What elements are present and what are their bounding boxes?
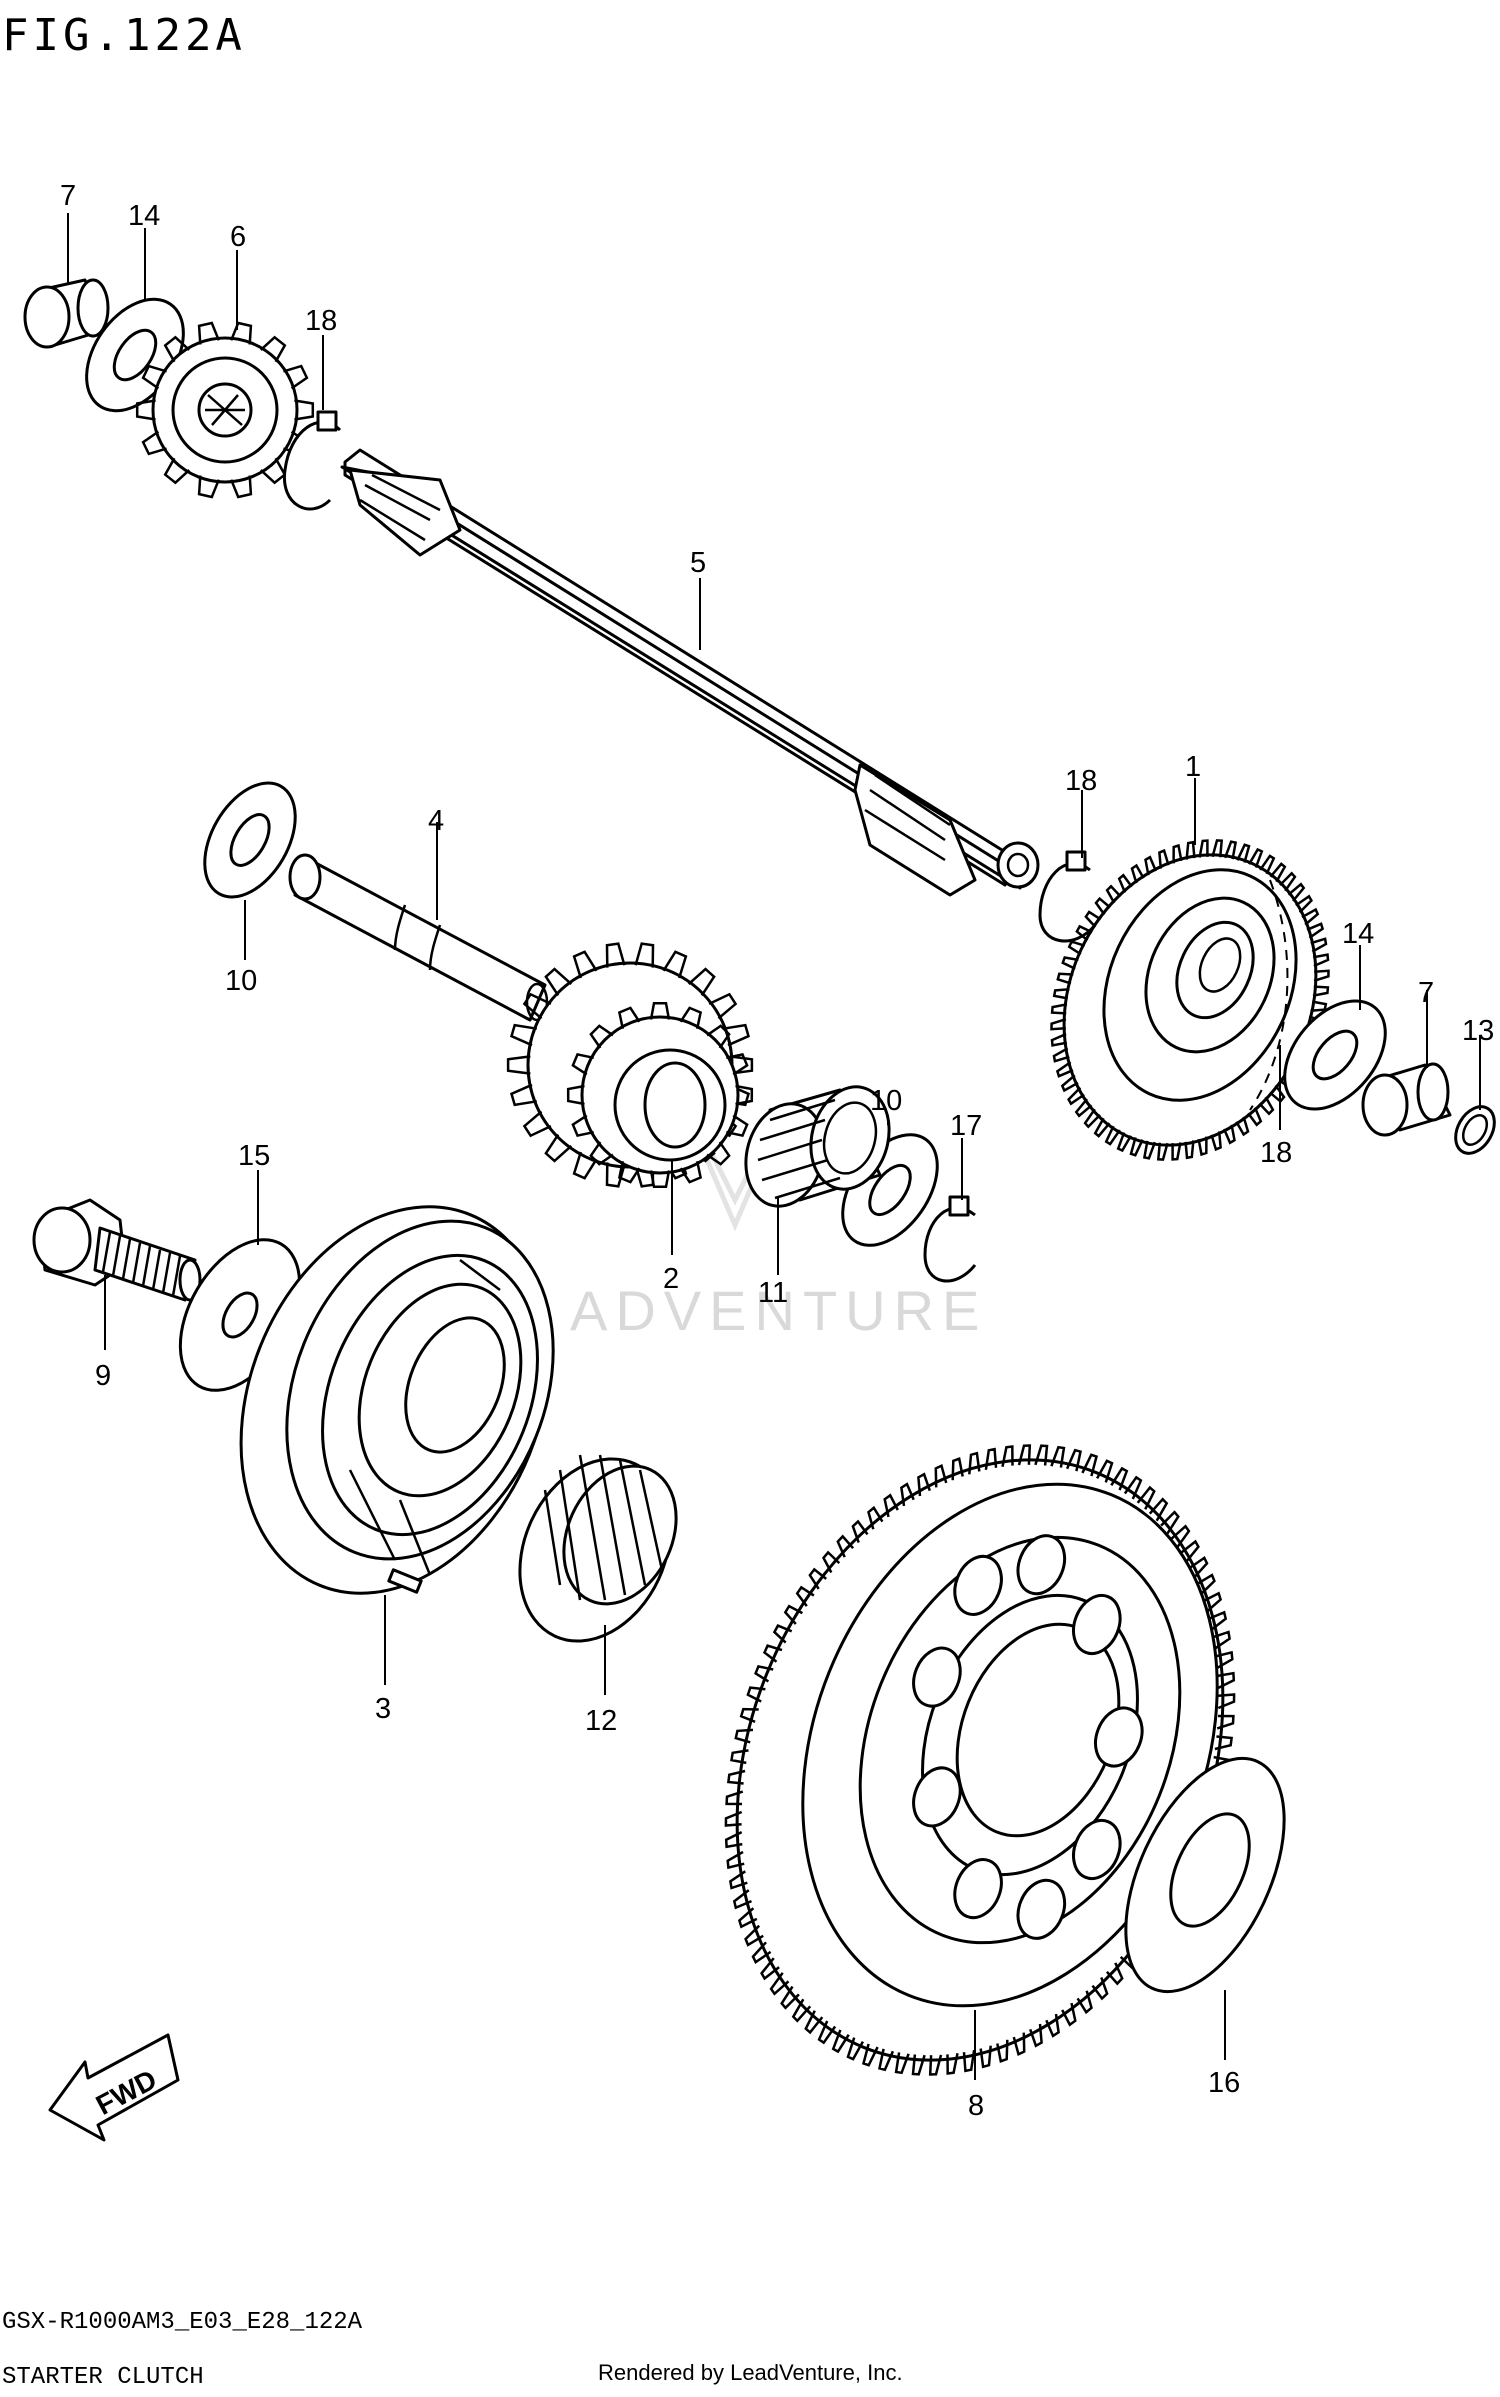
part-18-circlip-a — [283, 410, 342, 511]
gear-lightening-hole — [1094, 1706, 1144, 1768]
part-7-bushing-right — [1361, 1062, 1452, 1137]
part-12-needle-bearing — [518, 1454, 678, 1643]
part-13-snap-ring — [1454, 1105, 1496, 1155]
label-8: 8 — [968, 2090, 984, 2122]
part-1-gear — [1050, 839, 1330, 1161]
label-11: 11 — [758, 1277, 788, 1309]
label-18-a: 18 — [305, 305, 337, 337]
part-6-gear — [135, 321, 315, 499]
section-name: STARTER CLUTCH — [2, 2364, 204, 2391]
part-16-washer — [1124, 1756, 1286, 1994]
gear-lightening-hole — [1016, 1878, 1067, 1940]
label-9: 9 — [95, 1360, 111, 1392]
label-15: 15 — [238, 1140, 270, 1172]
label-18-b: 18 — [1065, 765, 1097, 797]
part-18-circlip-b — [1038, 850, 1097, 943]
label-16: 16 — [1208, 2067, 1240, 2099]
gear-lightening-hole — [1072, 1593, 1122, 1656]
gear-lightening-hole — [953, 1858, 1003, 1920]
label-7: 7 — [60, 180, 76, 212]
label-1: 1 — [1185, 751, 1201, 783]
part-11-needle-bearing — [744, 1085, 891, 1208]
label-2: 2 — [663, 1263, 679, 1295]
part-17-circlip — [923, 1195, 977, 1283]
label-7-b: 7 — [1418, 977, 1434, 1009]
gear-lightening-hole — [953, 1554, 1003, 1616]
label-17: 17 — [950, 1110, 982, 1142]
part-4-idle-shaft — [288, 853, 549, 1022]
label-4: 4 — [428, 805, 444, 837]
label-14-b: 14 — [1342, 918, 1374, 950]
part-7-bushing-left — [23, 278, 110, 349]
gear-tooth-outline — [566, 1001, 754, 1189]
label-5: 5 — [690, 547, 706, 579]
part-9-bolt — [32, 1198, 202, 1302]
label-18-c: 18 — [1260, 1137, 1292, 1169]
part-5-shaft — [340, 448, 1040, 897]
label-10: 10 — [225, 965, 257, 997]
label-10-b: 10 — [870, 1085, 902, 1117]
fwd-arrow-icon: FWD — [48, 2033, 180, 2142]
label-6: 6 — [230, 221, 246, 253]
part-10-washer-top — [203, 781, 297, 899]
gear-lightening-hole — [1016, 1534, 1067, 1596]
part-14-washer-right — [1283, 999, 1387, 1111]
label-14: 14 — [128, 200, 160, 232]
label-12: 12 — [585, 1705, 617, 1737]
leader-lines — [67, 213, 1481, 2080]
model-code: GSX-R1000AM3_E03_E28_122A — [2, 2309, 363, 2336]
watermark: ADVENTURE — [570, 1119, 987, 1342]
part-2-double-gear — [506, 942, 754, 1189]
gear-tooth-outline — [506, 942, 754, 1188]
gear-lightening-hole — [1072, 1818, 1122, 1881]
rendered-by: Rendered by LeadVenture, Inc. — [598, 2360, 903, 2385]
label-13: 13 — [1462, 1015, 1494, 1047]
label-3: 3 — [375, 1693, 391, 1725]
watermark-text: ADVENTURE — [570, 1279, 987, 1342]
part-labels: 7 14 6 18 5 4 18 1 14 7 13 18 10 10 17 2… — [60, 180, 1494, 2122]
figure-title: FIG.122A — [2, 10, 246, 61]
part-8-driven-gear — [724, 1444, 1236, 2076]
part-3-one-way-clutch — [239, 1205, 555, 1595]
gear-lightening-hole — [912, 1646, 962, 1708]
gear-lightening-hole — [912, 1766, 962, 1828]
